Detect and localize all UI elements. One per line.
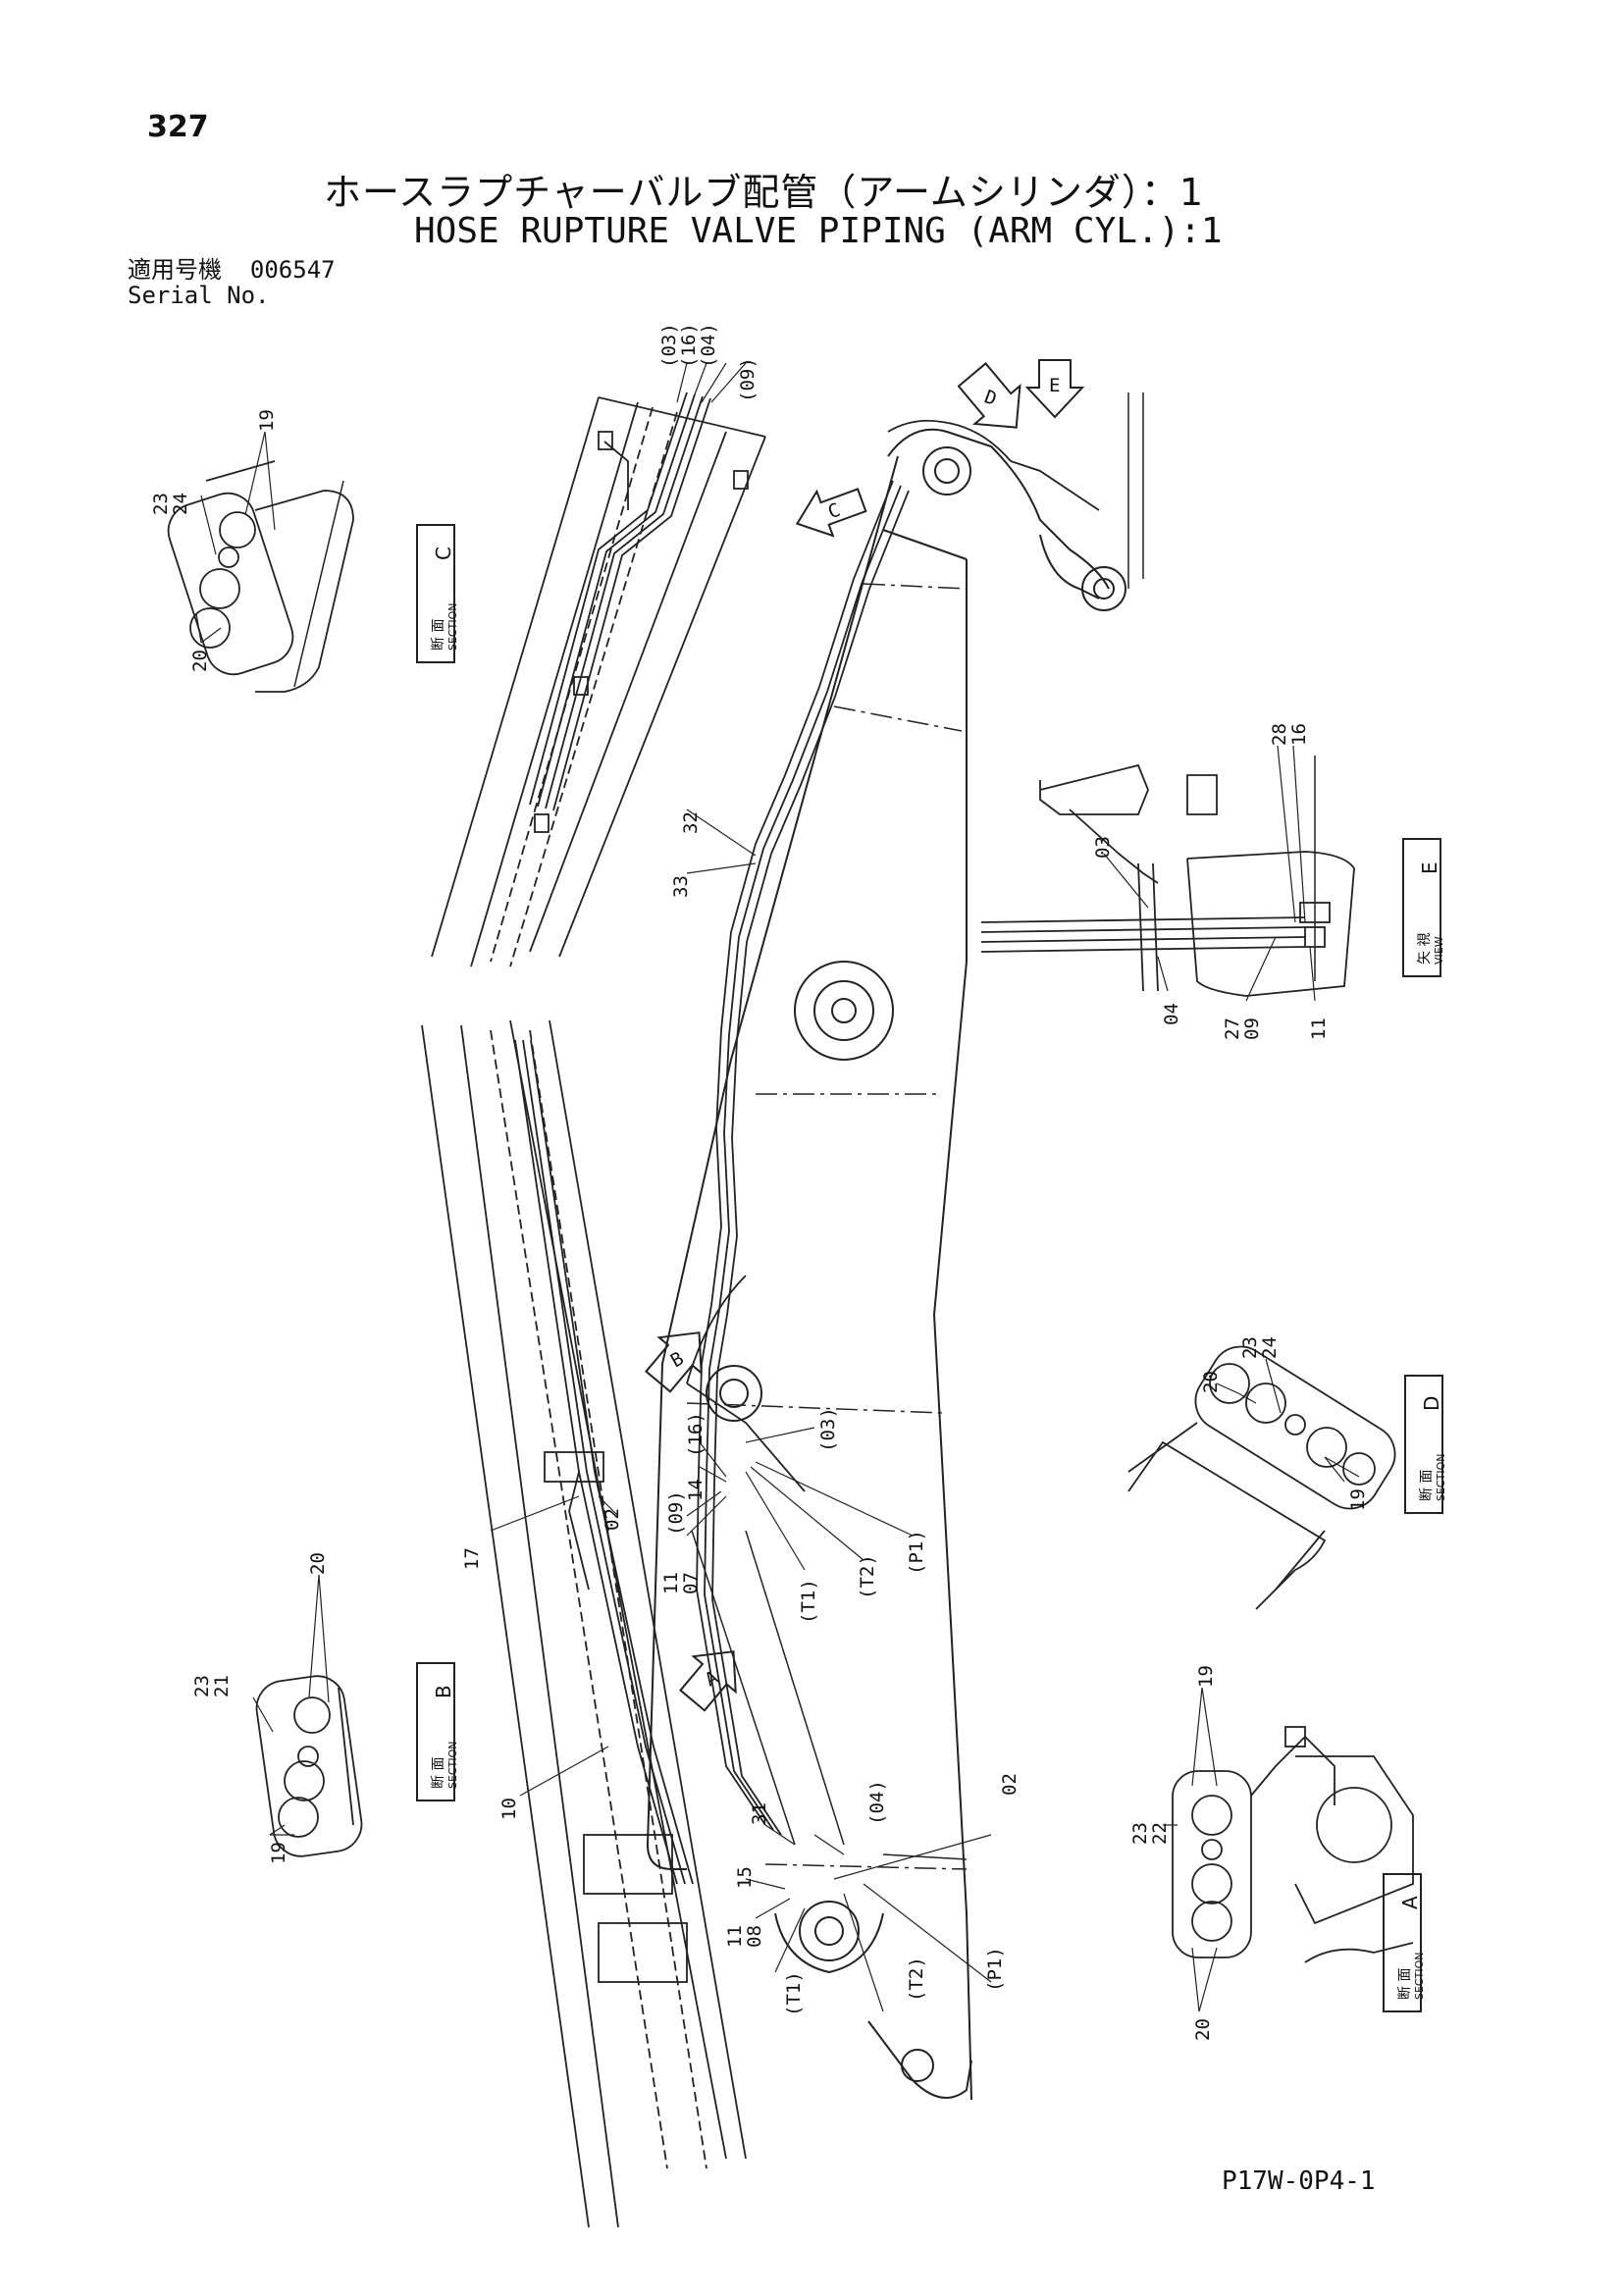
callout-label: 04 [1161, 1003, 1182, 1025]
section-box-a-jp: 断 面 [1397, 1968, 1413, 2000]
section-box-d-letter: D [1420, 1396, 1443, 1411]
callout-label: (P1) [984, 1947, 1006, 1992]
arrow-c-letter: C [825, 499, 843, 524]
leader-lines [195, 362, 1360, 2012]
callout-label: 19 [256, 409, 278, 432]
callout-label: 11 [1308, 1018, 1330, 1040]
callout-label: 23 [150, 493, 172, 515]
arrow-d: D [957, 362, 1021, 429]
callout-label: 23 [1129, 1822, 1151, 1845]
section-box-c-en: SECTION [446, 603, 459, 651]
callout-label: 15 [734, 1866, 756, 1889]
callout-label: 02 [602, 1508, 623, 1531]
arrow-e: E [1024, 359, 1085, 419]
arrow-c: C [795, 488, 867, 538]
callout-label: 20 [189, 650, 211, 672]
callout-label: 14 [685, 1479, 707, 1501]
callout-label: (03) [817, 1407, 839, 1452]
callout-label: (04) [698, 323, 719, 368]
callout-label: 19 [268, 1842, 289, 1864]
callout-label: 10 [498, 1798, 520, 1820]
callout-label: (T2) [857, 1554, 878, 1599]
section-box-e-letter: E [1418, 861, 1441, 874]
callout-label: 11 [724, 1925, 746, 1948]
section-box-b-letter: B [432, 1685, 455, 1698]
callout-label: 16 [1288, 723, 1310, 746]
section-box-b-en: SECTION [446, 1742, 459, 1789]
callout-labels: 19 23 24 20 (03) (16) (04) (09) 28 16 03… [150, 323, 1369, 2041]
page-title-english: HOSE RUPTURE VALVE PIPING (ARM CYL.):1 [414, 211, 1223, 251]
callout-label: 23 [191, 1675, 213, 1697]
page-title-japanese: ホースラプチャーバルブ配管（アームシリンダ）：1 [324, 171, 1205, 214]
section-box-d-en: SECTION [1435, 1454, 1447, 1501]
section-box-a: 断 面 SECTION A [1383, 1873, 1426, 2012]
callout-label: 27 [1222, 1018, 1243, 1040]
callout-label: (T1) [798, 1579, 819, 1624]
callout-label: 24 [170, 493, 191, 515]
arrow-b-letter: B [667, 1348, 688, 1373]
serial-label-en: Serial No. [128, 282, 270, 309]
callout-label: 31 [749, 1802, 770, 1825]
arrow-e-letter: E [1049, 375, 1060, 396]
section-b-detail [255, 1675, 363, 1857]
callout-label: 02 [999, 1773, 1021, 1796]
callout-label: 20 [1192, 2018, 1214, 2041]
callout-label: (T1) [783, 1971, 805, 2016]
section-box-e-en: VIEW [1433, 936, 1445, 965]
callout-label: 28 [1269, 723, 1290, 746]
callout-label: 11 [660, 1572, 682, 1594]
drawing-code: P17W-0P4-1 [1222, 2166, 1376, 2196]
callout-label: 08 [744, 1925, 765, 1948]
arm-body [646, 392, 1144, 2101]
arrow-d-letter: D [981, 387, 999, 411]
direction-arrows: C D E B A [645, 359, 1085, 1712]
section-d-detail [1127, 1345, 1396, 1610]
callout-label: 24 [1259, 1336, 1281, 1359]
section-box-e-jp: 矢 視 [1417, 933, 1433, 965]
callout-label: (T2) [906, 1957, 927, 2002]
callout-label: 22 [1149, 1822, 1171, 1845]
callout-label: 20 [1200, 1371, 1222, 1393]
callout-label: 19 [1347, 1488, 1369, 1511]
page-number: 327 [147, 110, 209, 144]
callout-label: (09) [737, 357, 759, 402]
callout-label: (16) [678, 323, 700, 368]
callout-label: (03) [658, 323, 680, 368]
callout-label: 32 [680, 811, 702, 834]
section-box-c: 断 面 SECTION C [416, 524, 459, 663]
section-box-c-jp: 断 面 [431, 619, 446, 651]
lower-arm-section [421, 1019, 747, 2228]
section-box-d-jp: 断 面 [1419, 1470, 1435, 1501]
callout-label: 33 [670, 875, 692, 898]
callout-label: 23 [1239, 1336, 1261, 1359]
section-box-e: 矢 視 VIEW E [1402, 838, 1445, 977]
callout-label: (16) [685, 1412, 707, 1457]
upper-arm-section [431, 391, 766, 967]
section-box-b-jp: 断 面 [431, 1757, 446, 1789]
section-box-a-letter: A [1398, 1896, 1422, 1909]
callout-label: (04) [866, 1780, 888, 1825]
section-box-b: 断 面 SECTION B [416, 1662, 459, 1801]
callout-label: 21 [211, 1675, 233, 1697]
section-box-a-en: SECTION [1413, 1953, 1426, 2000]
callout-label: (09) [665, 1490, 687, 1536]
section-box-c-letter: C [432, 547, 455, 560]
callout-label: 03 [1092, 836, 1114, 859]
callout-label: 09 [1241, 1018, 1263, 1040]
serial-block: 適用号機 006547 Serial No. [128, 257, 336, 308]
callout-label: 17 [461, 1547, 483, 1570]
callout-label: (P1) [906, 1530, 927, 1575]
section-box-d: 断 面 SECTION D [1404, 1375, 1447, 1514]
serial-label-jp: 適用号機 [128, 256, 222, 284]
view-e-detail [980, 756, 1355, 997]
callout-label: 07 [680, 1572, 702, 1594]
section-a-detail [1172, 1726, 1414, 1963]
serial-value: 006547 [249, 256, 336, 284]
main-hose-bundle [686, 419, 1100, 1836]
arrow-b: B [645, 1331, 703, 1393]
section-c-detail [167, 460, 354, 693]
callout-label: 19 [1195, 1665, 1217, 1688]
callout-label: 20 [307, 1552, 329, 1575]
